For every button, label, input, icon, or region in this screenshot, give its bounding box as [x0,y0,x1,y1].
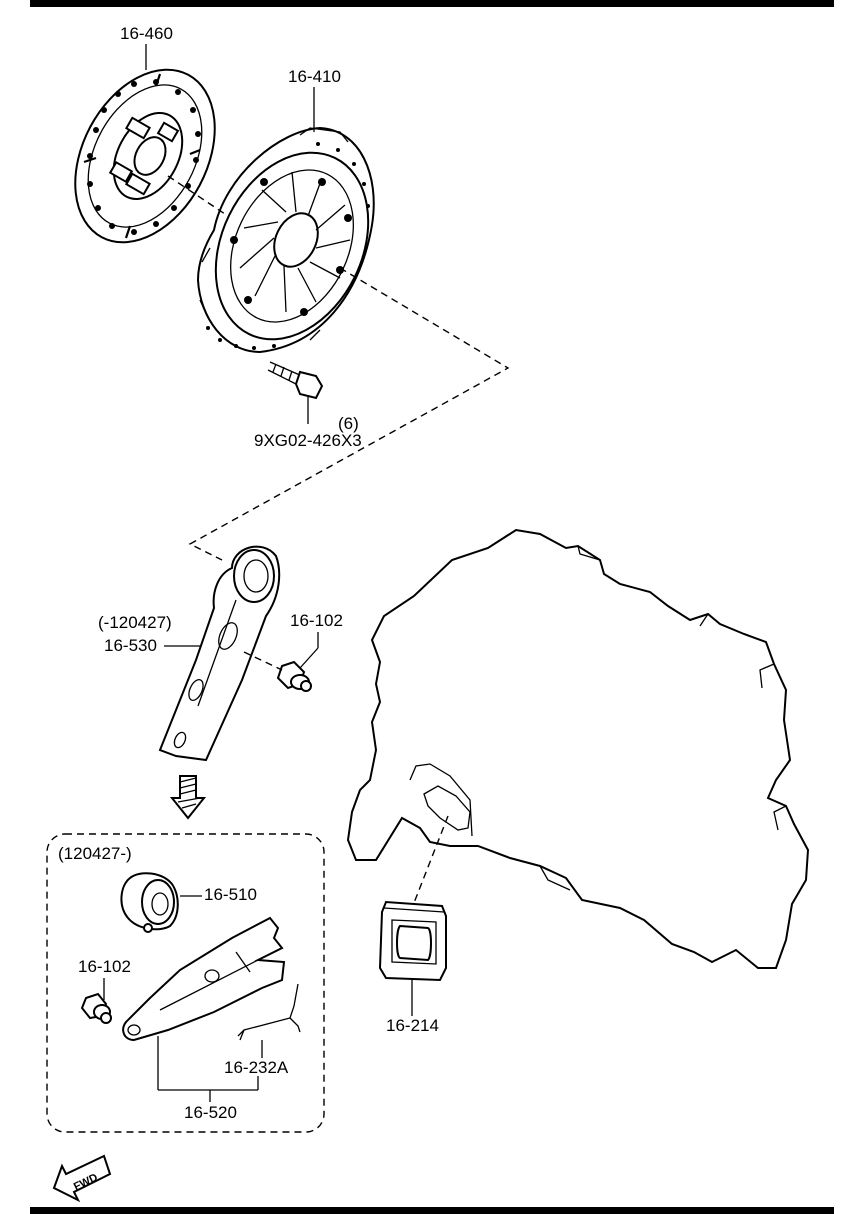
clutch-cover [196,126,375,354]
alignment-line-cover-bearing [188,267,510,561]
top-border-bar [30,0,834,7]
label-clutch-cover: 16-410 [288,67,341,86]
release-bearing [120,872,179,933]
release-fork-boot [378,900,447,982]
label-release-fork-new: 16-520 [184,1103,237,1122]
bottom-border-bar [30,1207,834,1214]
label-fork-old: 16-530 [104,636,157,655]
clutch-disc [74,68,216,244]
label-boot: 16-214 [386,1016,439,1035]
alignment-line-boot [411,815,449,909]
retaining-spring [237,983,301,1041]
transmission-case [346,528,810,969]
alignment-line-disc-cover [167,175,229,217]
release-fork-new [122,916,286,1042]
label-pivot-bolt-upper: 16-102 [290,611,343,630]
label-new-range: (120427-) [58,844,132,863]
pivot-bolt-upper [276,660,312,692]
label-pivot-bolt-lower: 16-102 [78,957,131,976]
label-clutch-disc: 16-460 [120,24,173,43]
release-fork-old [158,545,281,762]
label-release-bearing: 16-510 [204,885,257,904]
replacement-arrow-icon [169,775,207,820]
label-retaining-spring: 16-232A [224,1058,289,1077]
fwd-arrow-icon: FWD [52,1154,112,1203]
pivot-bolt-lower [80,992,112,1024]
cover-bolt [267,361,324,400]
leader-pivot-upper-b [299,647,319,669]
new-parts-group-box [46,833,325,1133]
label-bolt-part: 9XG02-426X3 [254,431,362,450]
label-bolt-qty: (6) [338,414,359,433]
label-fork-old-range: (-120427) [98,613,172,632]
